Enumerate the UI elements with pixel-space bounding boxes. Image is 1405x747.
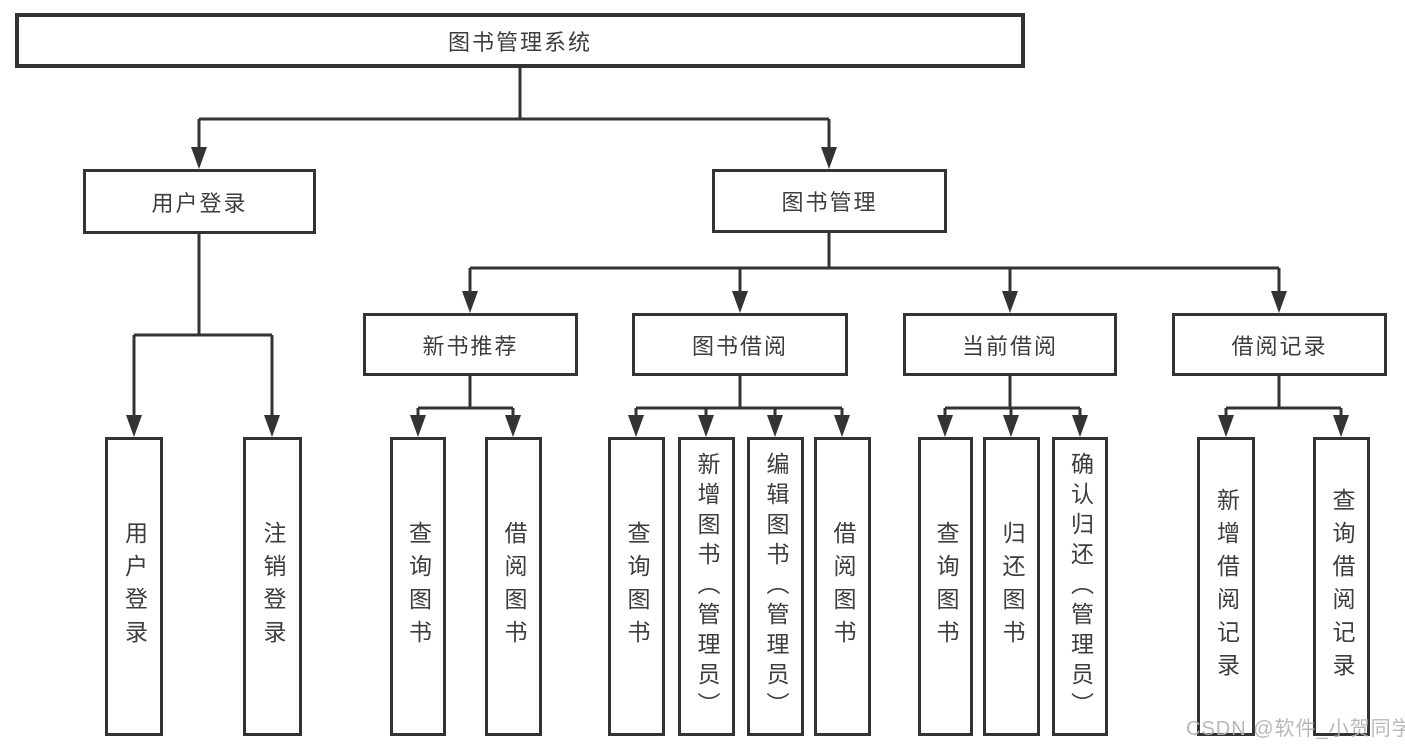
node-book-mgmt: 图书管理: [712, 169, 947, 233]
node-bb-edit-books: 编辑图书（管理员）: [747, 437, 804, 736]
watermark: CSDN @软件_小贺同学: [1186, 718, 1405, 740]
node-bb-add-books: 新增图书（管理员）: [678, 437, 735, 736]
node-bb-borrow-books: 借阅图书: [814, 437, 871, 736]
node-current-borrow: 当前借阅: [903, 313, 1117, 376]
node-nb-query-books: 查询图书: [390, 437, 446, 736]
node-book-borrow: 图书借阅: [632, 313, 848, 376]
node-leaf-logout: 注销登录: [243, 437, 302, 736]
node-root: 图书管理系统: [15, 13, 1025, 68]
node-rec-query-record: 查询借阅记录: [1313, 437, 1370, 736]
node-cb-return-books: 归还图书: [983, 437, 1040, 736]
node-rec-add-record: 新增借阅记录: [1197, 437, 1255, 736]
node-leaf-user-login: 用户登录: [105, 437, 163, 736]
node-user-login: 用户登录: [83, 169, 316, 234]
node-new-books: 新书推荐: [363, 313, 578, 376]
node-nb-borrow-books: 借阅图书: [485, 437, 542, 736]
node-cb-confirm-return: 确认归还（管理员）: [1052, 437, 1108, 736]
arrowheads: [126, 147, 1349, 437]
node-bb-query-books: 查询图书: [608, 437, 665, 736]
node-borrow-records: 借阅记录: [1172, 313, 1387, 376]
node-cb-query-books: 查询图书: [918, 437, 973, 736]
